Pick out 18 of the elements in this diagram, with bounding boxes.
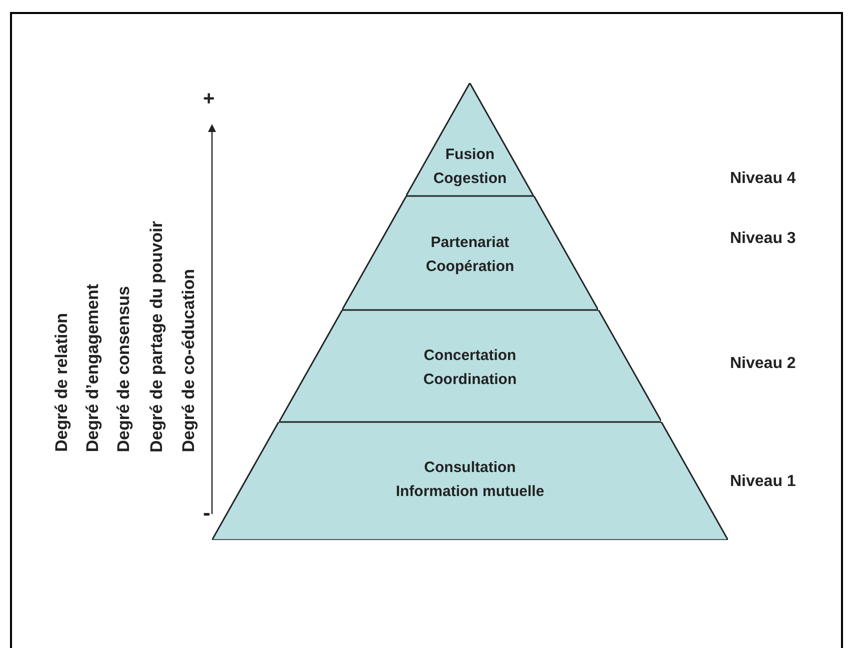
level-text: Partenariat Coopération	[424, 233, 516, 277]
level-text: Consultation Information mutuelle	[394, 458, 546, 502]
pyramid-top-section	[406, 83, 534, 196]
level-label: Niveau 2	[730, 355, 796, 373]
level-label: Niveau 4	[730, 170, 796, 188]
plus-sign: +	[203, 88, 215, 111]
pyramid-section	[212, 422, 728, 540]
pyramid-section	[278, 310, 662, 422]
axis-label: Degré d’engagement	[83, 284, 103, 452]
minus-sign: -	[203, 500, 210, 526]
axis-label: Degré de relation	[52, 313, 72, 452]
level-text: Concertation Coordination	[422, 346, 518, 390]
level-label: Niveau 1	[730, 473, 796, 491]
level-label: Niveau 3	[730, 230, 796, 248]
axis-label: Degré de partage du pouvoir	[147, 220, 167, 452]
axis-label: Degré de consensus	[114, 286, 134, 452]
axis-label: Degré de co-éducation	[179, 268, 199, 452]
level-text: Fusion Cogestion	[432, 145, 508, 189]
